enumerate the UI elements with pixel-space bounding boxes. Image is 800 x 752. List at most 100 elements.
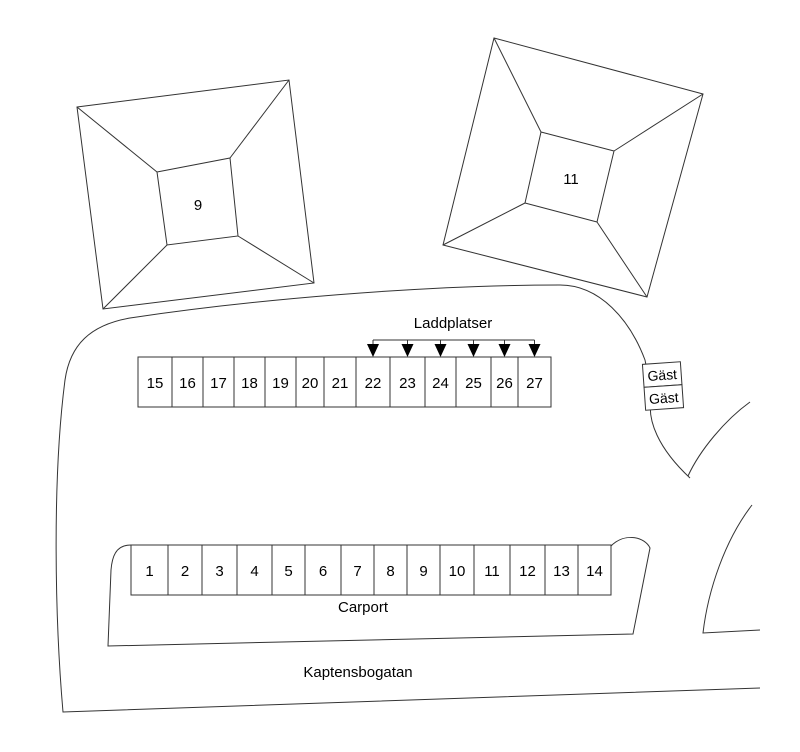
parking-spot-box (473, 544, 511, 596)
parking-spot-number: 21 (332, 375, 349, 392)
parking-spot-box (455, 356, 492, 408)
parking-spot-box (295, 356, 325, 408)
parking-spot-box (271, 544, 306, 596)
parking-spot-number: 25 (465, 375, 482, 392)
parking-spot-number: 4 (250, 563, 258, 580)
parking-spot-12: 12 (509, 544, 546, 596)
parking-spot-number: 27 (526, 375, 543, 392)
parking-spot-21: 21 (323, 356, 357, 408)
parking-spot-number: 8 (386, 563, 394, 580)
parking-spot-number: 18 (241, 375, 258, 392)
parking-spot-23: 23 (389, 356, 426, 408)
parking-spot-box (202, 356, 235, 408)
building-label: 11 (563, 171, 579, 188)
parking-spot-9: 9 (406, 544, 441, 596)
parking-spot-16: 16 (171, 356, 204, 408)
parking-spot-1: 1 (130, 544, 169, 596)
parking-spot-27: 27 (517, 356, 552, 408)
charging-label: Laddplatser (414, 315, 492, 332)
carport-island-outline (107, 537, 651, 647)
road-curb-right-lower (702, 504, 761, 634)
parking-spot-box (517, 356, 552, 408)
parking-spot-14: 14 (577, 544, 612, 596)
charging-arrow-icon (498, 344, 511, 357)
parking-spot-number: 23 (399, 375, 416, 392)
parking-spot-number: 14 (586, 563, 603, 580)
parking-spot-box (233, 356, 266, 408)
parking-spot-number: 1 (145, 563, 153, 580)
charging-arrow-icon (367, 344, 379, 357)
parking-spot-22: 22 (355, 356, 391, 408)
parking-spot-number: 20 (302, 375, 319, 392)
building-label: 9 (194, 197, 202, 214)
parking-spot-26: 26 (490, 356, 519, 408)
parking-row-top: 15 16 17 18 19 20 21 22 23 24 25 26 27 (137, 356, 552, 408)
parking-spot-24: 24 (424, 356, 457, 408)
parking-spot-box (406, 544, 441, 596)
parking-spot-number: 15 (147, 375, 164, 392)
parking-spot-25: 25 (455, 356, 492, 408)
parking-spot-box (171, 356, 204, 408)
building-11: 11 (442, 37, 704, 298)
parking-spot-11: 11 (473, 544, 511, 596)
parking-spot-20: 20 (295, 356, 325, 408)
parking-spot-15: 15 (137, 356, 173, 408)
parking-spot-box (424, 356, 457, 408)
parking-spot-number: 26 (496, 375, 513, 392)
parking-spot-box (577, 544, 612, 596)
parking-spot-box (236, 544, 273, 596)
parking-spot-number: 12 (519, 563, 536, 580)
charging-arrow-icon (401, 344, 414, 357)
parking-spot-box (130, 544, 169, 596)
parking-spot-13: 13 (544, 544, 579, 596)
parking-spot-10: 10 (439, 544, 475, 596)
parking-spot-box (340, 544, 375, 596)
parking-spot-box (264, 356, 297, 408)
parking-spot-number: 6 (319, 563, 327, 580)
charging-arrow-icon (467, 344, 480, 357)
parking-spot-number: 24 (432, 375, 449, 392)
parking-spot-6: 6 (304, 544, 342, 596)
parking-spot-17: 17 (202, 356, 235, 408)
parking-spot-number: 5 (284, 563, 292, 580)
charging-arrow-icon (434, 344, 447, 357)
parking-spot-7: 7 (340, 544, 375, 596)
road-curb-right (687, 401, 751, 477)
charging-indicator: Laddplatser (367, 315, 541, 357)
parking-spot-5: 5 (271, 544, 306, 596)
parking-spot-number: 10 (449, 563, 466, 580)
parking-spot-box (323, 356, 357, 408)
guest-spot-label: Gäst (647, 366, 678, 384)
parking-spot-8: 8 (373, 544, 408, 596)
parking-spot-box (304, 544, 342, 596)
parking-spot-number: 13 (553, 563, 570, 580)
street-label: Kaptensbogatan (303, 664, 412, 681)
parking-spot-box (389, 356, 426, 408)
parking-spot-number: 11 (484, 563, 500, 580)
guest-spot (643, 384, 685, 411)
parking-spot-19: 19 (264, 356, 297, 408)
road-outline (55, 284, 761, 713)
parking-spot-number: 22 (365, 375, 382, 392)
parking-spot-box (509, 544, 546, 596)
guest-spot-label: Gäst (649, 389, 680, 407)
parking-spot-box (167, 544, 203, 596)
guest-spots: Gäst Gäst (641, 361, 685, 411)
parking-spot-number: 9 (419, 563, 427, 580)
parking-spot-18: 18 (233, 356, 266, 408)
parking-spot-number: 17 (210, 375, 227, 392)
parking-spot-number: 16 (179, 375, 196, 392)
parking-spot-number: 19 (272, 375, 289, 392)
parking-spot-box (201, 544, 238, 596)
parking-spot-3: 3 (201, 544, 238, 596)
parking-spot-box (544, 544, 579, 596)
carport-label: Carport (338, 599, 389, 616)
building-9: 9 (76, 79, 315, 310)
charging-arrow-icon (528, 344, 541, 357)
parking-spot-number: 3 (215, 563, 223, 580)
parking-spot-number: 7 (353, 563, 361, 580)
parking-spot-4: 4 (236, 544, 273, 596)
parking-spot-number: 2 (181, 563, 189, 580)
